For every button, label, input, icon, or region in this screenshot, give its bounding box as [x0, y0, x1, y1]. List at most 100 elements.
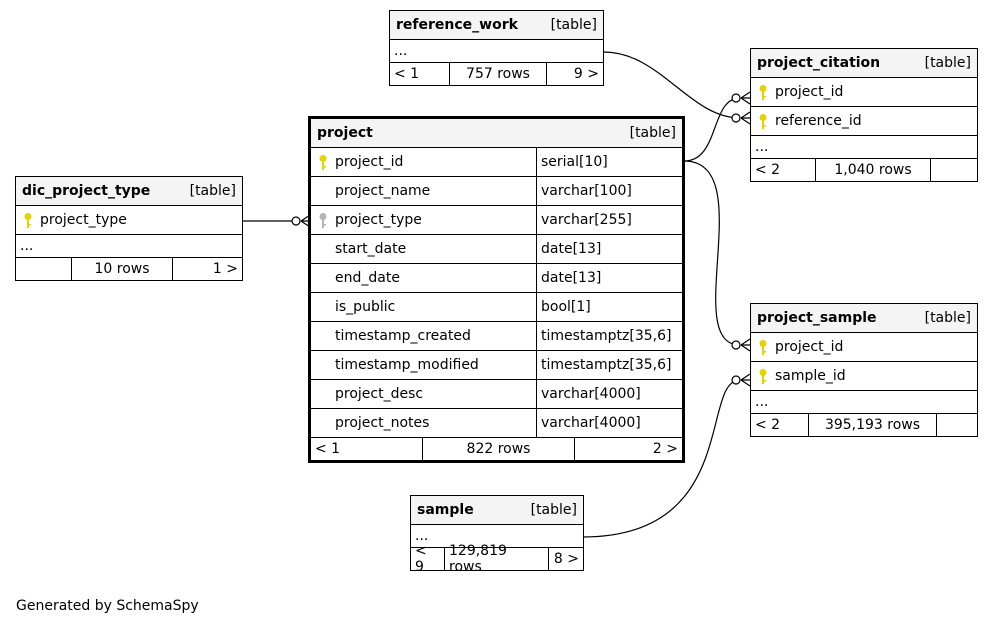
table-footer: < 2 395,193 rows — [751, 414, 977, 436]
children-count[interactable]: 8 > — [553, 551, 579, 567]
parents-count[interactable]: < 2 — [751, 159, 816, 181]
column-row[interactable]: sample_id — [751, 362, 977, 391]
row-count: 395,193 rows — [809, 414, 937, 436]
parents-count[interactable]: < 9 — [411, 543, 445, 575]
more-columns: ... — [411, 525, 583, 548]
table-project-citation[interactable]: project_citation [table] project_id refe… — [750, 48, 978, 182]
table-dic-project-type[interactable]: dic_project_type [table] project_type ..… — [15, 176, 243, 281]
column-name: timestamp_modified — [335, 357, 479, 373]
column-type: timestamptz[35,6] — [536, 322, 682, 350]
table-name: project_sample — [757, 310, 877, 326]
children-count[interactable]: 1 > — [212, 261, 238, 277]
edge-sample-project-sample — [582, 379, 741, 538]
primary-key-icon — [755, 113, 771, 130]
column-name: is_public — [335, 299, 396, 315]
crowfoot-marker — [740, 338, 751, 352]
table-name: sample — [417, 502, 474, 518]
table-reference-work[interactable]: reference_work [table] ... < 1 757 rows … — [389, 10, 604, 86]
crowfoot-marker — [740, 91, 751, 105]
generated-by-label: Generated by SchemaSpy — [16, 598, 199, 614]
column-type: varchar[100] — [536, 177, 682, 205]
primary-key-icon — [755, 368, 771, 385]
table-name: project — [317, 125, 373, 141]
primary-key-icon — [755, 84, 771, 101]
edge-end-circle — [291, 216, 301, 226]
table-footer: 10 rows 1 > — [16, 258, 242, 280]
children-count[interactable] — [931, 159, 977, 181]
children-count[interactable]: 9 > — [573, 66, 599, 82]
column-name: project_id — [775, 339, 844, 355]
more-columns: ... — [751, 136, 977, 159]
column-row[interactable]: project_desc varchar[4000] — [311, 380, 682, 409]
edge-project-project-citation — [683, 97, 741, 162]
table-name: reference_work — [396, 17, 518, 33]
row-count: 757 rows — [450, 63, 547, 85]
table-name: project_citation — [757, 55, 881, 71]
children-count[interactable]: 2 > — [652, 441, 678, 457]
column-row[interactable]: start_date date[13] — [311, 235, 682, 264]
foreign-key-icon — [315, 212, 331, 229]
primary-key-icon — [315, 154, 331, 171]
table-kind: [table] — [530, 502, 577, 518]
parents-count[interactable]: < 1 — [311, 438, 423, 460]
column-type: varchar[255] — [536, 206, 682, 234]
table-footer: < 2 1,040 rows — [751, 159, 977, 181]
primary-key-icon — [20, 212, 36, 229]
column-type: serial[10] — [536, 148, 682, 176]
column-name: project_id — [775, 84, 844, 100]
table-header: project_citation [table] — [751, 49, 977, 78]
column-name: reference_id — [775, 113, 862, 129]
more-columns: ... — [16, 235, 242, 258]
column-name: project_name — [335, 183, 431, 199]
table-header: project_sample [table] — [751, 304, 977, 333]
column-row[interactable]: project_id — [751, 78, 977, 107]
table-name: dic_project_type — [22, 183, 151, 199]
column-name: end_date — [335, 270, 400, 286]
column-name: start_date — [335, 241, 407, 257]
column-type: date[13] — [536, 264, 682, 292]
more-columns: ... — [751, 391, 977, 414]
column-name: sample_id — [775, 368, 846, 384]
column-row[interactable]: project_type varchar[255] — [311, 206, 682, 235]
parents-count[interactable]: < 2 — [751, 414, 809, 436]
column-row[interactable]: project_type — [16, 206, 242, 235]
table-kind: [table] — [924, 310, 971, 326]
column-row[interactable]: project_name varchar[100] — [311, 177, 682, 206]
row-count: 1,040 rows — [816, 159, 931, 181]
column-type: varchar[4000] — [536, 380, 682, 408]
column-row[interactable]: project_id serial[10] — [311, 148, 682, 177]
column-name: project_id — [335, 154, 404, 170]
table-header: project [table] — [311, 119, 682, 148]
column-row[interactable]: end_date date[13] — [311, 264, 682, 293]
table-footer: < 9 129,819 rows 8 > — [411, 543, 583, 575]
table-project-sample[interactable]: project_sample [table] project_id sample… — [750, 303, 978, 437]
column-row[interactable]: is_public bool[1] — [311, 293, 682, 322]
row-count: 10 rows — [72, 258, 173, 280]
table-kind: [table] — [189, 183, 236, 199]
table-sample[interactable]: sample [table] ... < 9 129,819 rows 8 > — [410, 495, 584, 575]
table-footer: < 1 757 rows 9 > — [390, 63, 603, 85]
edge-end-circle — [731, 93, 741, 103]
column-type: timestamptz[35,6] — [536, 351, 682, 379]
column-name: project_type — [40, 212, 127, 228]
table-kind: [table] — [629, 125, 676, 141]
column-row[interactable]: timestamp_created timestamptz[35,6] — [311, 322, 682, 351]
table-kind: [table] — [924, 55, 971, 71]
column-row[interactable]: project_notes varchar[4000] — [311, 409, 682, 438]
table-header: reference_work [table] — [390, 11, 603, 40]
edge-reference-work-project-citation — [603, 51, 741, 119]
parents-count[interactable]: < 1 — [390, 63, 450, 85]
column-name: project_type — [335, 212, 422, 228]
parents-count[interactable] — [16, 258, 72, 280]
table-kind: [table] — [550, 17, 597, 33]
table-project[interactable]: project [table] project_id serial[10] pr… — [308, 116, 685, 463]
column-row[interactable]: project_id — [751, 333, 977, 362]
column-name: timestamp_created — [335, 328, 471, 344]
column-row[interactable]: timestamp_modified timestamptz[35,6] — [311, 351, 682, 380]
children-count[interactable] — [937, 414, 977, 436]
column-row[interactable]: reference_id — [751, 107, 977, 136]
crowfoot-marker — [740, 373, 751, 387]
row-count: 129,819 rows — [445, 543, 549, 575]
